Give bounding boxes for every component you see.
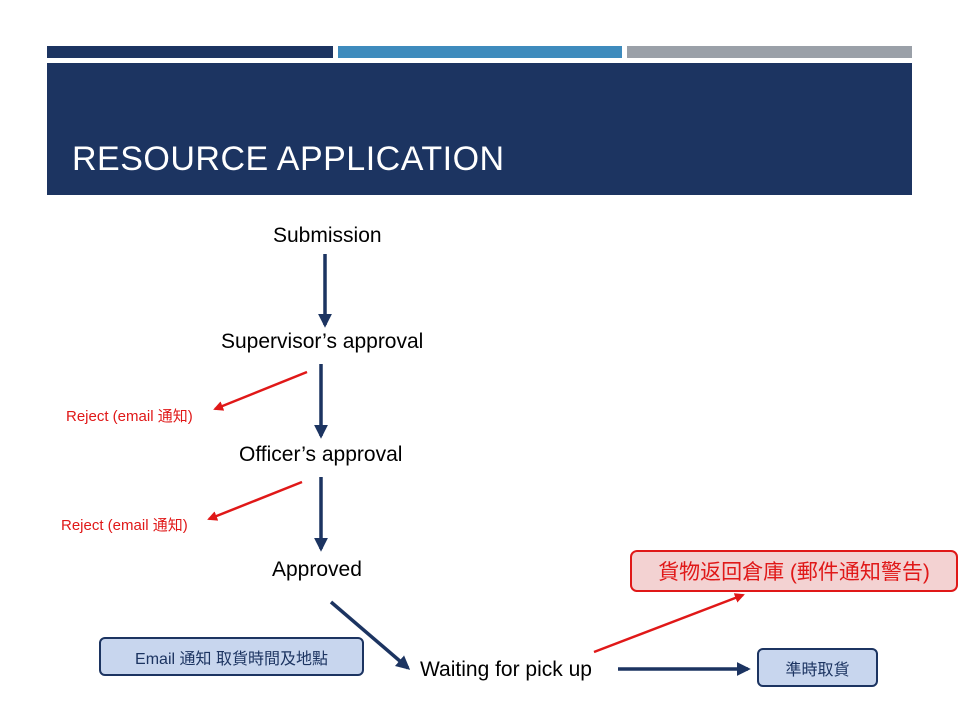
- reject-label-officer: Reject (email 通知): [61, 517, 188, 534]
- arrow-supervisor-reject: [213, 370, 308, 411]
- title-band: [47, 63, 912, 195]
- node-supervisor-approval: Supervisor’s approval: [221, 330, 424, 353]
- header-bar-gray: [627, 46, 912, 58]
- return-warehouse-box: 貨物返回倉庫 (郵件通知警告): [630, 550, 958, 592]
- arrow-officer-reject: [207, 480, 303, 521]
- node-waiting-for-pickup: Waiting for pick up: [420, 658, 592, 681]
- header-bar-blue: [338, 46, 622, 58]
- arrow-waiting-to-return: [593, 593, 745, 654]
- node-approved: Approved: [272, 558, 362, 581]
- header-bar-navy: [47, 46, 333, 58]
- email-notice-box: Email 通知 取貨時間及地點: [99, 637, 364, 676]
- arrow-approved-to-waiting: [329, 600, 411, 670]
- reject-label-supervisor: Reject (email 通知): [66, 408, 193, 425]
- node-submission: Submission: [273, 224, 382, 247]
- pickup-on-time-box: 準時取貨: [757, 648, 878, 687]
- node-officer-approval: Officer’s approval: [239, 443, 403, 466]
- slide-title: RESOURCE APPLICATION: [72, 140, 505, 178]
